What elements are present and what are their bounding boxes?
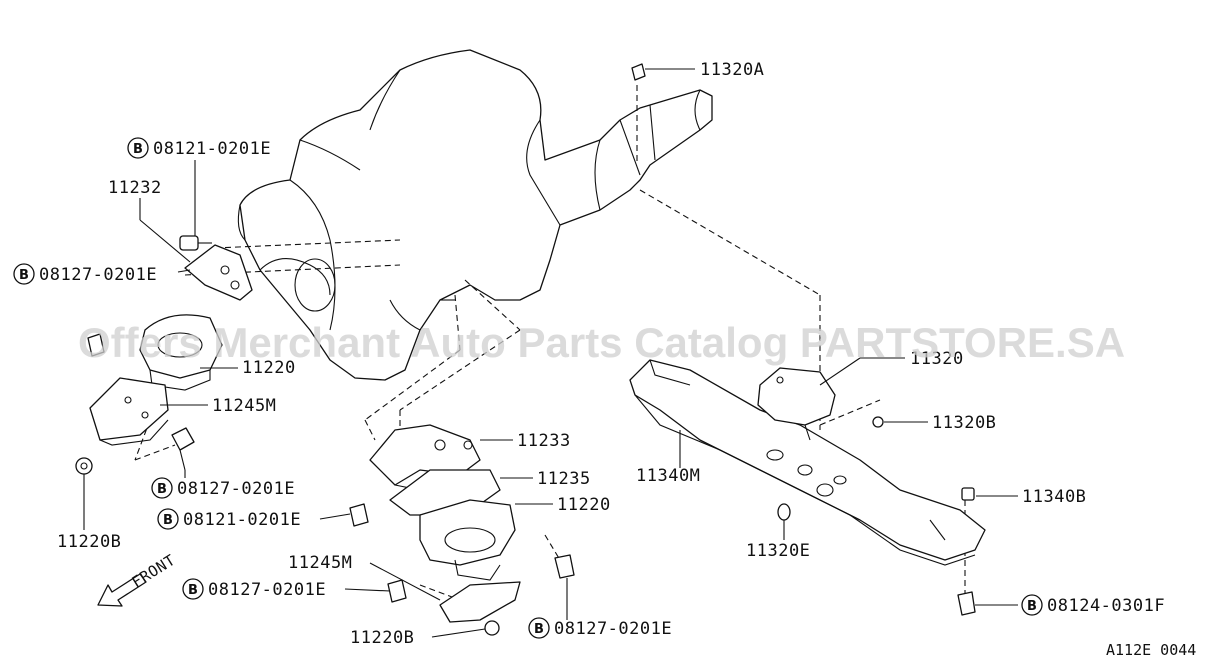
bolt-marker-letter: B	[157, 482, 167, 497]
transmission-drawing	[237, 49, 713, 381]
label-08127-center: 08127-0201E	[208, 580, 326, 600]
bolt-marker-letter: B	[188, 583, 198, 598]
diagram-code: A112E 0044	[1106, 641, 1196, 659]
left-mount-group	[75, 235, 253, 475]
label-11232: 11232	[108, 178, 162, 198]
crossmember-group	[629, 63, 986, 616]
bolt-marker-letter: B	[133, 142, 143, 157]
label-11340b: 11340B	[1022, 487, 1086, 507]
bolt-marker-letter: B	[534, 622, 544, 637]
label-11320b: 11320B	[932, 413, 996, 433]
label-11245m-center: 11245M	[288, 553, 352, 573]
bolt-marker-letter: B	[19, 268, 29, 283]
label-11220b-center: 11220B	[350, 628, 414, 648]
label-11340m: 11340M	[636, 466, 700, 486]
bolt-marker-icon	[127, 137, 149, 159]
label-11220b-left: 11220B	[57, 532, 121, 552]
bolt-marker-icon	[1021, 594, 1043, 616]
part-labels: 11320A B 08121-0201E 11232 B 08127-0201E…	[13, 60, 1196, 659]
front-label: FRONT	[129, 551, 179, 592]
bolt-marker-icon	[13, 263, 35, 285]
label-11320e: 11320E	[746, 541, 810, 561]
center-mount-group	[349, 424, 575, 636]
bolt-marker-icon	[151, 477, 173, 499]
label-11233: 11233	[517, 431, 571, 451]
label-08121-center: 08121-0201E	[183, 510, 301, 530]
label-08121-top: 08121-0201E	[153, 139, 271, 159]
bolt-marker-icon	[528, 617, 550, 639]
label-11235: 11235	[537, 469, 591, 489]
label-11320a: 11320A	[700, 60, 764, 80]
label-08127-centerlow: 08127-0201E	[554, 619, 672, 639]
label-08124: 08124-0301F	[1047, 596, 1165, 616]
label-11320: 11320	[910, 349, 964, 369]
watermark-text: Offers Merchant Auto Parts Catalog PARTS…	[78, 319, 1125, 366]
label-11245m-left: 11245M	[212, 396, 276, 416]
label-08127-left: 08127-0201E	[39, 265, 157, 285]
bolt-marker-letter: B	[1027, 599, 1037, 614]
label-11220-left: 11220	[242, 358, 296, 378]
leader-lines	[83, 68, 1018, 638]
bolt-marker-icon	[182, 578, 204, 600]
label-11220-center: 11220	[557, 495, 611, 515]
label-08127-leftlow: 08127-0201E	[177, 479, 295, 499]
front-direction-indicator: FRONT	[97, 551, 179, 607]
bolt-marker-icon	[157, 508, 179, 530]
bolt-marker-letter: B	[163, 513, 173, 528]
